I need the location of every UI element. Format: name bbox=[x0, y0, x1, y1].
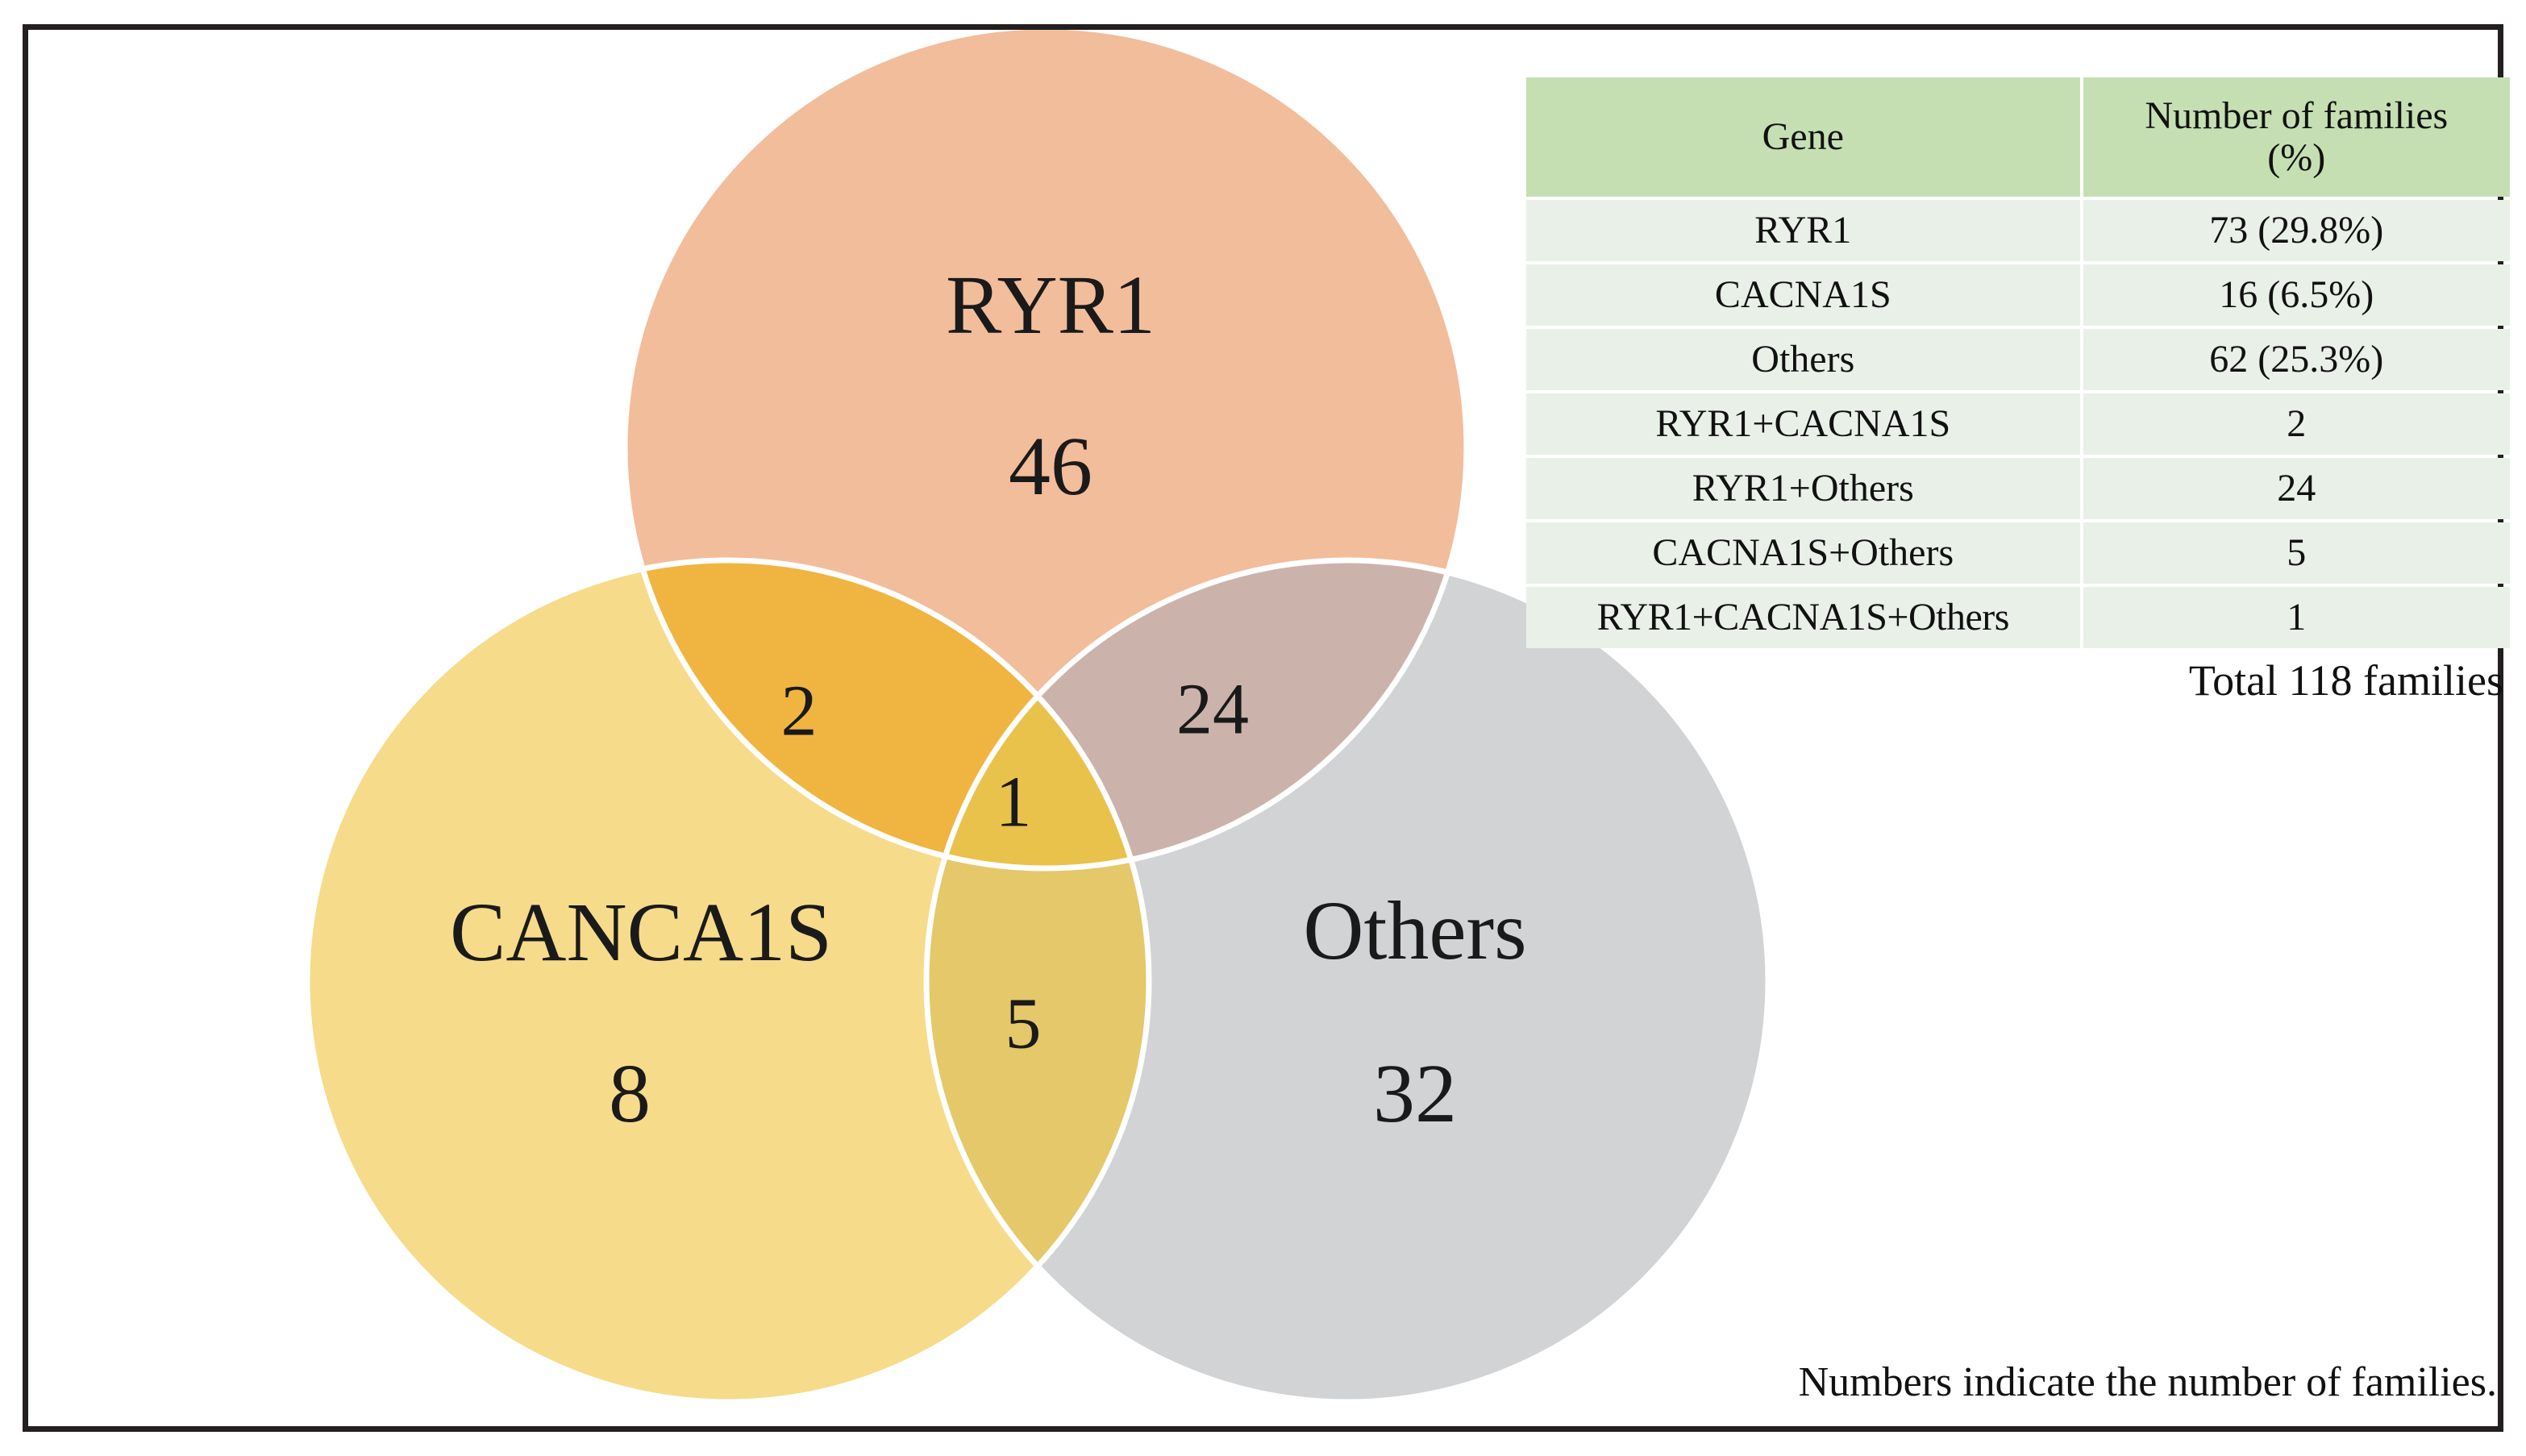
venn-outline-ryr1 bbox=[622, 30, 1470, 872]
venn-count-ryr1-cacna1s: 2 bbox=[781, 672, 818, 751]
table-row: Others 62 (25.3%) bbox=[1526, 329, 2510, 390]
table-cell-count: 16 (6.5%) bbox=[2083, 264, 2510, 326]
figure-frame: RYR1 46 CANCA1S 8 Others 32 2 24 5 1 Gen… bbox=[23, 24, 2510, 1432]
venn-count-others: 32 bbox=[1373, 1047, 1457, 1140]
table-header-gene: Gene bbox=[1526, 77, 2083, 197]
figure-footnote: Numbers indicate the number of families. bbox=[1798, 1359, 2497, 1405]
venn-label-others: Others bbox=[1303, 884, 1526, 977]
gene-summary-table: Gene Number of families (%) RYR1 73 (29.… bbox=[1526, 74, 2510, 651]
table-cell-gene: Others bbox=[1526, 329, 2083, 390]
table-header-count-line1: Number of families bbox=[2145, 94, 2449, 138]
venn-count-cacna1s: 8 bbox=[609, 1047, 651, 1140]
table-cell-gene: CACNA1S+Others bbox=[1526, 522, 2083, 584]
table-header-row: Gene Number of families (%) bbox=[1526, 77, 2510, 197]
table-cell-count: 5 bbox=[2083, 522, 2510, 584]
table-cell-count: 2 bbox=[2083, 393, 2510, 455]
venn-label-ryr1: RYR1 bbox=[946, 259, 1155, 352]
table-cell-gene: CACNA1S bbox=[1526, 264, 2083, 326]
venn-diagram: RYR1 46 CANCA1S 8 Others 32 2 24 5 1 bbox=[304, 30, 1771, 1405]
venn-outline-others bbox=[923, 557, 1771, 1405]
table-row: RYR1+CACNA1S+Others 1 bbox=[1526, 587, 2510, 648]
table-row: RYR1+CACNA1S 2 bbox=[1526, 393, 2510, 455]
table-header-count: Number of families (%) bbox=[2083, 77, 2510, 197]
venn-overlap-ryr1-others bbox=[926, 560, 1467, 868]
venn-overlap-ryr1-cacna1s bbox=[625, 560, 1149, 868]
table-cell-gene: RYR1+CACNA1S bbox=[1526, 393, 2083, 455]
table-cell-count: 1 bbox=[2083, 587, 2510, 648]
table-cell-gene: RYR1+Others bbox=[1526, 458, 2083, 519]
table-cell-count: 62 (25.3%) bbox=[2083, 329, 2510, 390]
venn-outline-cacna1s bbox=[304, 557, 1152, 1405]
table-cell-count: 73 (29.8%) bbox=[2083, 200, 2510, 261]
venn-count-triple: 1 bbox=[996, 763, 1032, 842]
venn-count-cacna1s-others: 5 bbox=[1005, 984, 1042, 1064]
table-cell-count: 24 bbox=[2083, 458, 2510, 519]
table-row: CACNA1S+Others 5 bbox=[1526, 522, 2510, 584]
venn-count-ryr1: 46 bbox=[1009, 420, 1092, 513]
table-cell-gene: RYR1+CACNA1S+Others bbox=[1526, 587, 2083, 648]
venn-label-cacna1s: CANCA1S bbox=[450, 886, 832, 979]
venn-count-ryr1-others: 24 bbox=[1176, 670, 1249, 750]
table-header-count-line2: (%) bbox=[2267, 136, 2326, 179]
table-row: RYR1 73 (29.8%) bbox=[1526, 200, 2510, 261]
table-row: RYR1+Others 24 bbox=[1526, 458, 2510, 519]
table-cell-gene: RYR1 bbox=[1526, 200, 2083, 261]
table-row: CACNA1S 16 (6.5%) bbox=[1526, 264, 2510, 326]
total-families-label: Total 118 families bbox=[2188, 656, 2503, 705]
